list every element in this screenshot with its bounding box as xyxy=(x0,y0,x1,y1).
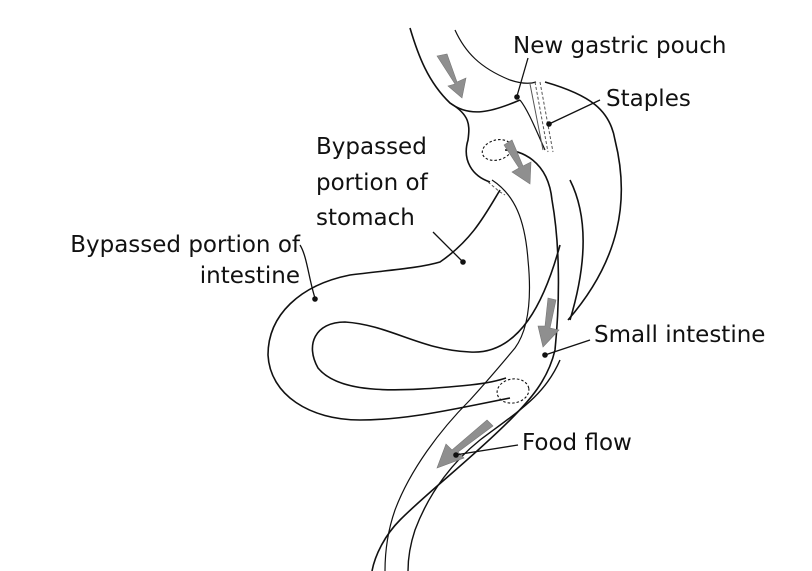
label-bypassed-stomach-line2: portion of xyxy=(316,170,428,196)
label-bypassed-intestine-line1: Bypassed portion of xyxy=(8,232,300,258)
bypassed-stomach xyxy=(268,82,621,420)
staples-line xyxy=(488,82,553,195)
label-bypassed-intestine-line2: intestine xyxy=(8,263,300,289)
label-small-intestine: Small intestine xyxy=(594,322,765,348)
flow-arrow-icon xyxy=(504,140,531,184)
lower-outline xyxy=(408,360,560,571)
label-new-gastric-pouch: New gastric pouch xyxy=(513,33,726,59)
label-bypassed-stomach-line1: Bypassed xyxy=(316,134,427,160)
flow-arrow-icon xyxy=(437,54,466,98)
leader-staples xyxy=(549,100,600,124)
bypassed-intestine xyxy=(312,245,560,390)
label-staples: Staples xyxy=(606,86,691,112)
leader-small-intestine xyxy=(545,340,590,355)
label-bypassed-stomach-line3: stomach xyxy=(316,205,415,231)
leader-new-gastric-pouch xyxy=(517,58,528,96)
label-food-flow: Food flow xyxy=(522,430,632,456)
lower-anastomosis-icon xyxy=(495,376,531,405)
leader-lines xyxy=(300,58,600,455)
food-flow-arrows xyxy=(437,54,559,468)
